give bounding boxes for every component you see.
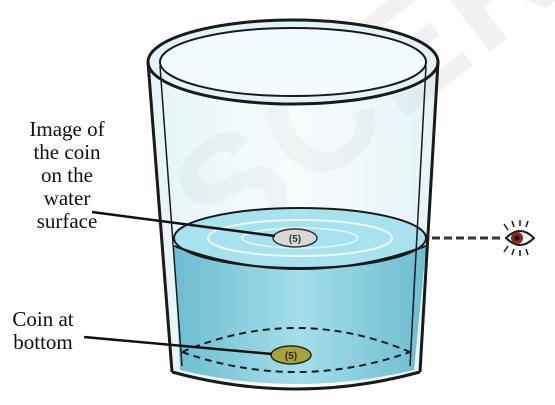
label-line: on the: [2, 164, 132, 187]
eye-icon: [504, 220, 534, 256]
glass-rim-inner: [160, 28, 426, 96]
label-line: the coin: [2, 141, 132, 164]
label-line: surface: [2, 210, 132, 233]
label-image-of-coin: Image of the coin on the water surface: [2, 118, 132, 233]
label-line: Image of: [2, 118, 132, 141]
coin-image-text: (5): [289, 234, 301, 245]
label-line: bottom: [0, 331, 86, 354]
label-coin-at-bottom: Coin at bottom: [0, 308, 86, 354]
coin-bottom-text: (5): [285, 351, 297, 362]
label-line: Coin at: [0, 308, 86, 331]
label-line: water: [2, 187, 132, 210]
